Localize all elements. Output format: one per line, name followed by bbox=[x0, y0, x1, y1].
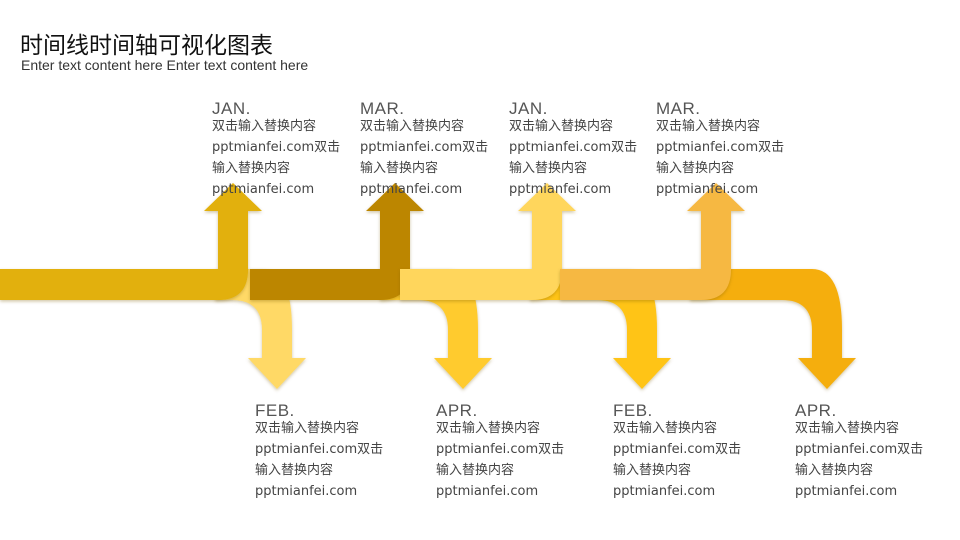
description-line: 双击输入替换内容 bbox=[613, 421, 718, 436]
timeline-item: FEB.双击输入替换内容 pptmianfei.com双击输入替换内容 pptmia… bbox=[613, 402, 763, 502]
description-line: pptmianfei.com bbox=[360, 182, 463, 197]
item-description: 双击输入替换内容 pptmianfei.com双击输入替换内容 pptmianfei… bbox=[509, 116, 659, 200]
description-line: pptmianfei.com bbox=[212, 182, 315, 197]
up-arrow-icon bbox=[250, 183, 424, 300]
description-line: 输入替换内容 bbox=[613, 463, 692, 478]
description-line: pptmianfei.com双击 bbox=[436, 442, 565, 457]
page-subtitle: Enter text content here Enter text conte… bbox=[21, 57, 309, 73]
description-line: 输入替换内容 bbox=[509, 161, 588, 176]
description-line: 输入替换内容 bbox=[360, 161, 439, 176]
page-title: 时间线时间轴可视化图表 bbox=[20, 33, 273, 59]
month-label: JAN. bbox=[509, 99, 548, 118]
month-label: MAR. bbox=[360, 99, 405, 118]
description-line: pptmianfei.com双击 bbox=[613, 442, 742, 457]
description-line: pptmianfei.com bbox=[656, 182, 759, 197]
description-line: pptmianfei.com双击 bbox=[509, 140, 638, 155]
description-line: 双击输入替换内容 bbox=[795, 421, 900, 436]
down-arrow-icon bbox=[690, 269, 856, 389]
item-description: 双击输入替换内容 pptmianfei.com双击输入替换内容 pptmianfei… bbox=[795, 418, 945, 502]
description-line: 双击输入替换内容 bbox=[509, 119, 614, 134]
month-label: FEB. bbox=[613, 401, 653, 420]
description-line: 双击输入替换内容 bbox=[212, 119, 317, 134]
description-line: pptmianfei.com双击 bbox=[656, 140, 785, 155]
item-description: 双击输入替换内容 pptmianfei.com双击输入替换内容 pptmianfei… bbox=[436, 418, 586, 502]
month-label: FEB. bbox=[255, 401, 295, 420]
description-line: pptmianfei.com双击 bbox=[795, 442, 924, 457]
timeline-item: MAR.双击输入替换内容 pptmianfei.com双击输入替换内容 pptmia… bbox=[656, 100, 806, 200]
description-line: 输入替换内容 bbox=[656, 161, 735, 176]
up-arrow-icon bbox=[0, 183, 262, 300]
description-line: 双击输入替换内容 bbox=[360, 119, 465, 134]
description-line: pptmianfei.com bbox=[509, 182, 612, 197]
item-description: 双击输入替换内容 pptmianfei.com双击输入替换内容 pptmianfei… bbox=[360, 116, 510, 200]
description-line: 输入替换内容 bbox=[255, 463, 334, 478]
timeline-item: APR.双击输入替换内容 pptmianfei.com双击输入替换内容 pptmia… bbox=[795, 402, 945, 502]
description-line: pptmianfei.com bbox=[613, 484, 716, 499]
description-line: pptmianfei.com bbox=[795, 484, 898, 499]
up-arrow-icon bbox=[400, 183, 576, 300]
description-line: pptmianfei.com bbox=[436, 484, 539, 499]
timeline-item: APR.双击输入替换内容 pptmianfei.com双击输入替换内容 pptmia… bbox=[436, 402, 586, 502]
timeline-item: MAR.双击输入替换内容 pptmianfei.com双击输入替换内容 pptmia… bbox=[360, 100, 510, 200]
timeline-item: FEB.双击输入替换内容 pptmianfei.com双击输入替换内容 pptmia… bbox=[255, 402, 405, 502]
description-line: pptmianfei.com双击 bbox=[255, 442, 384, 457]
timeline-item: JAN.双击输入替换内容 pptmianfei.com双击输入替换内容 pptmia… bbox=[509, 100, 659, 200]
description-line: 输入替换内容 bbox=[212, 161, 291, 176]
description-line: 双击输入替换内容 bbox=[436, 421, 541, 436]
month-label: APR. bbox=[795, 401, 837, 420]
item-description: 双击输入替换内容 pptmianfei.com双击输入替换内容 pptmianfei… bbox=[656, 116, 806, 200]
timeline-item: JAN.双击输入替换内容 pptmianfei.com双击输入替换内容 pptmia… bbox=[212, 100, 362, 200]
description-line: 双击输入替换内容 bbox=[656, 119, 761, 134]
item-description: 双击输入替换内容 pptmianfei.com双击输入替换内容 pptmianfei… bbox=[212, 116, 362, 200]
description-line: pptmianfei.com bbox=[255, 484, 358, 499]
month-label: JAN. bbox=[212, 99, 251, 118]
month-label: APR. bbox=[436, 401, 478, 420]
month-label: MAR. bbox=[656, 99, 701, 118]
description-line: pptmianfei.com双击 bbox=[212, 140, 341, 155]
up-arrow-icon bbox=[560, 183, 745, 300]
description-line: pptmianfei.com双击 bbox=[360, 140, 489, 155]
item-description: 双击输入替换内容 pptmianfei.com双击输入替换内容 pptmianfei… bbox=[613, 418, 763, 502]
description-line: 输入替换内容 bbox=[436, 463, 515, 478]
description-line: 双击输入替换内容 bbox=[255, 421, 360, 436]
item-description: 双击输入替换内容 pptmianfei.com双击输入替换内容 pptmianfei… bbox=[255, 418, 405, 502]
description-line: 输入替换内容 bbox=[795, 463, 874, 478]
